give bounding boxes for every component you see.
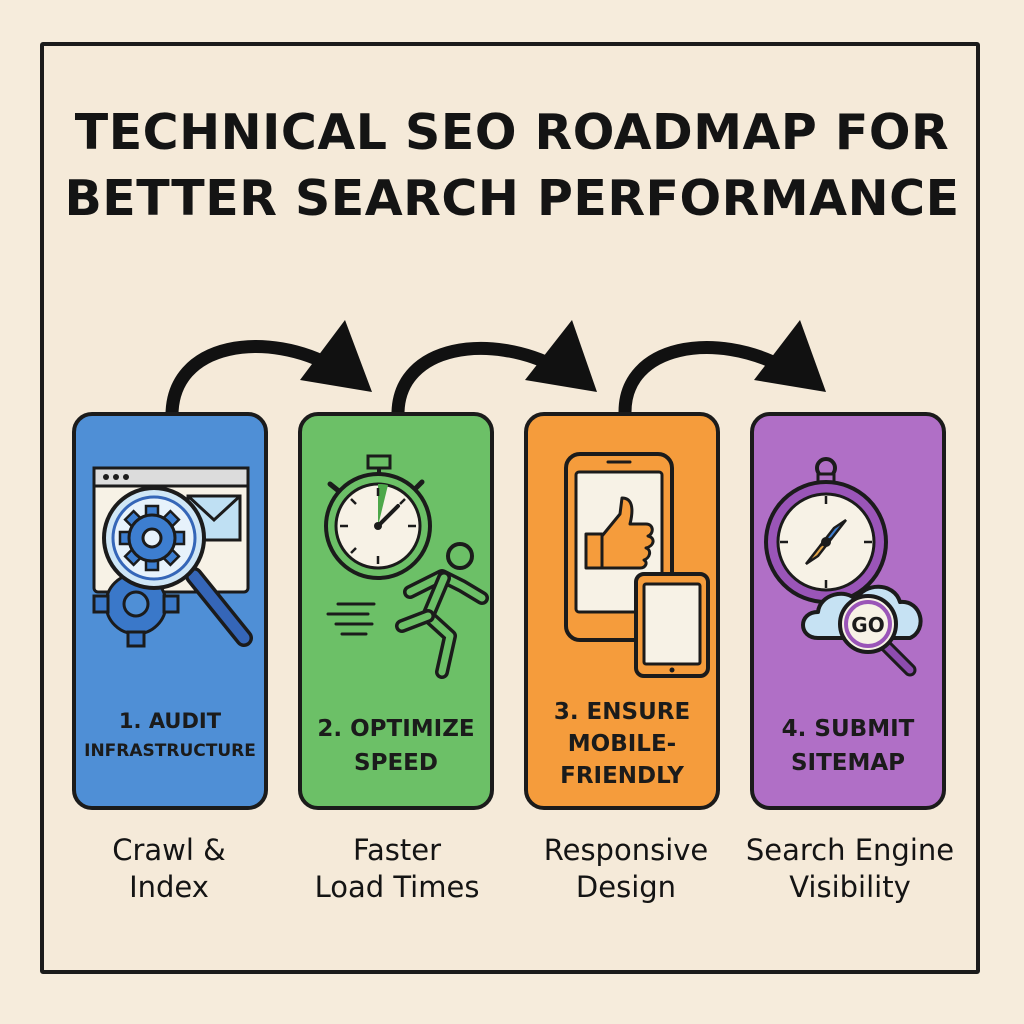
step-2-label-line-1: 2. OPTIMIZE [317, 716, 475, 742]
step-1-caption: Crawl & Index [54, 832, 284, 906]
browser-magnifier-gear-icon [92, 466, 253, 648]
step-4-label: 4. SUBMIT SITEMAP [758, 712, 938, 780]
step-1-caption-line-2: Index [129, 870, 209, 904]
step-3-label-line-1: 3. ENSURE [553, 699, 691, 725]
step-1-label: 1. AUDIT INFRASTRUCTURE [80, 706, 260, 766]
step-4-caption-line-2: Visibility [789, 870, 911, 904]
step-1-label-line-2: INFRASTRUCTURE [84, 741, 256, 761]
step-card-mobile: 3. ENSURE MOBILE- FRIENDLY [524, 412, 720, 810]
step-card-sitemap: GO 4. SUBMIT SITEMAP [750, 412, 946, 810]
step-4-label-line-1: 4. SUBMIT [781, 716, 915, 742]
step-4-caption: Search Engine Visibility [735, 832, 965, 906]
title-line-2: BETTER SEARCH PERFORMANCE [64, 170, 960, 227]
step-1-label-line-1: 1. AUDIT [118, 709, 222, 733]
step-3-label-line-3: FRIENDLY [560, 763, 684, 789]
step-2-caption: Faster Load Times [282, 832, 512, 906]
step-1-caption-line-1: Crawl & [112, 833, 226, 867]
phone-thumbs-up-tablet-icon [564, 452, 710, 678]
stopwatch-runner-icon [324, 454, 489, 679]
step-card-speed: 2. OPTIMIZE SPEED [298, 412, 494, 810]
step-4-caption-line-1: Search Engine [745, 833, 955, 867]
page-title: TECHNICAL SEO ROADMAP FOR BETTER SEARCH … [60, 100, 964, 232]
step-3-label-line-2: MOBILE- [567, 731, 677, 757]
step-3-caption: Responsive Design [511, 832, 741, 906]
step-3-caption-line-1: Responsive [543, 833, 709, 867]
compass-cloud-go-icon: GO [764, 457, 923, 677]
step-3-label: 3. ENSURE MOBILE- FRIENDLY [532, 696, 712, 792]
title-line-1: TECHNICAL SEO ROADMAP FOR [74, 104, 950, 161]
step-2-caption-line-2: Load Times [314, 870, 480, 904]
go-icon-text: GO [851, 613, 884, 637]
step-3-caption-line-2: Design [575, 870, 677, 904]
step-2-label-line-2: SPEED [354, 750, 438, 776]
step-card-audit: 1. AUDIT INFRASTRUCTURE [72, 412, 268, 810]
step-4-label-line-2: SITEMAP [790, 750, 906, 776]
step-2-caption-line-1: Faster [352, 833, 442, 867]
step-2-label: 2. OPTIMIZE SPEED [306, 712, 486, 780]
